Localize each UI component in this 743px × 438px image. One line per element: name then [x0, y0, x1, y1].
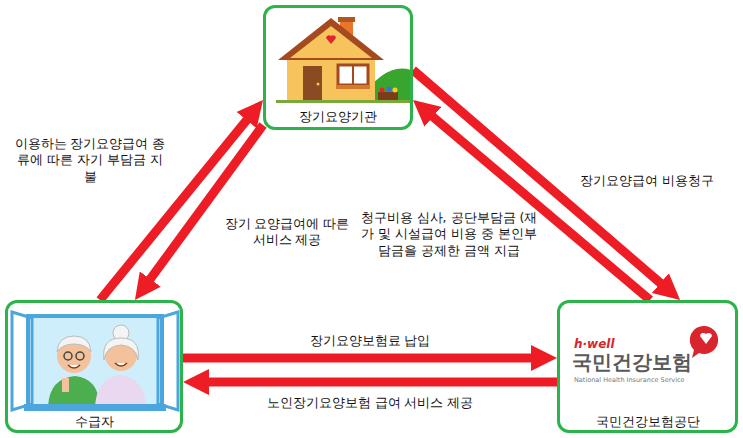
- flow-arrow: [206, 378, 557, 387]
- door-knob: [317, 83, 320, 86]
- corporation-box: h·well국민건강보험National Health Insurance Se…: [557, 300, 738, 433]
- window-bar: [352, 65, 354, 85]
- edge-label: 노인장기요양보험 급여 서비스 제공: [220, 395, 520, 411]
- flow-arrow: [183, 353, 534, 362]
- flower-box: [378, 92, 398, 100]
- man-smile: [68, 365, 80, 368]
- logo-heart: [700, 333, 712, 344]
- flower: [387, 87, 392, 92]
- flower: [393, 88, 398, 93]
- couple-illustration: [12, 312, 178, 411]
- flow-arrow: [149, 125, 263, 281]
- logo-text: h·well: [574, 337, 615, 352]
- heart: [326, 35, 336, 44]
- logo-text: 국민건강보험: [572, 350, 692, 375]
- woman-hair: [104, 338, 139, 360]
- chimney-top: [338, 17, 355, 22]
- roof: [278, 18, 384, 60]
- facility-box: 장기요양기관: [263, 5, 413, 130]
- man-hair: [57, 336, 91, 352]
- logo-text: National Health Insurance Service: [574, 376, 685, 384]
- flow-arrow: [431, 115, 650, 300]
- logo-mark: [690, 326, 718, 358]
- node-label: 수급자: [75, 414, 114, 430]
- ground: [276, 100, 411, 103]
- door: [303, 66, 322, 100]
- house-wall: [287, 55, 375, 100]
- glasses: [76, 352, 84, 360]
- window-sky: [30, 318, 160, 406]
- edge-label: 장기요양급여 비용청구: [572, 173, 722, 189]
- window: [338, 65, 368, 85]
- edge-label: 청구비용 심사, 공단부담금 (재가 및 시설급여 비용 중 본인부담금을 공제…: [358, 210, 540, 259]
- recipient-box: 수급자: [5, 300, 183, 433]
- logo-bubble: [690, 326, 718, 358]
- man-arm: [62, 378, 69, 392]
- flower: [380, 88, 385, 93]
- edge-label: 장기 요양급여에 따른 서비스 제공: [218, 216, 356, 249]
- node-label: 국민건강보험공단: [596, 414, 700, 430]
- house-illustration: [276, 17, 411, 103]
- window-frame: [28, 316, 162, 406]
- man-body: [48, 376, 100, 406]
- gable: [290, 26, 372, 58]
- glasses: [64, 352, 72, 360]
- window-sill: [336, 85, 370, 89]
- edge-label: 장기요양보험료 납입: [230, 333, 510, 349]
- edge-label: 이용하는 장기요양급여 종류에 따른 자기 부담금 지불: [12, 136, 168, 185]
- node-label: 장기요양기관: [299, 109, 377, 125]
- woman-smile: [115, 363, 127, 366]
- woman-body: [95, 375, 146, 406]
